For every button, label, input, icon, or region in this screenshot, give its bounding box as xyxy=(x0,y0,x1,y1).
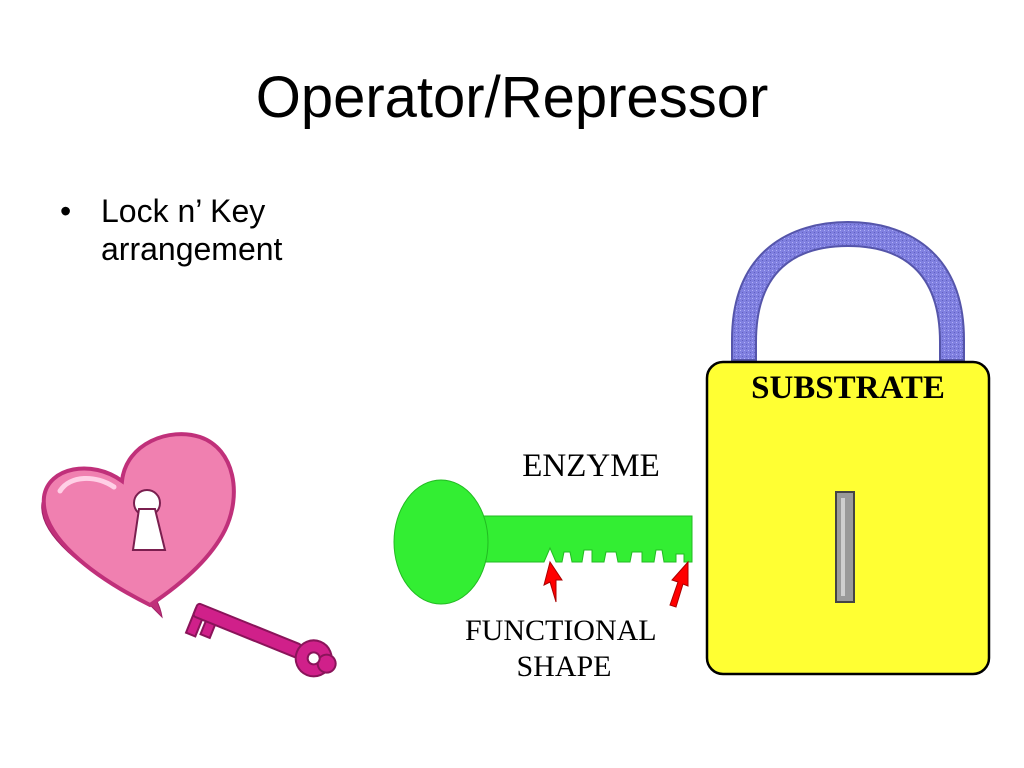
functional-label-line: FUNCTIONAL xyxy=(465,614,656,647)
functional-shape-label: FUNCTIONAL SHAPE xyxy=(465,614,663,683)
heart-key-clipart xyxy=(41,432,337,678)
lock-and-key-diagram: SUBSTRATE ENZYME FUNCTIONAL SHAPE xyxy=(393,220,991,683)
substrate-label: SUBSTRATE xyxy=(751,370,945,406)
enzyme-label: ENZYME xyxy=(522,448,659,484)
key-icon xyxy=(393,479,693,605)
shape-label-line: SHAPE xyxy=(516,650,611,683)
bullet-item: • Lock n’ Key arrangement xyxy=(60,192,380,268)
bullet-list: • Lock n’ Key arrangement xyxy=(60,192,380,268)
arrow-up-icon xyxy=(669,560,689,608)
padlock-icon xyxy=(705,220,991,676)
arrow-up-icon xyxy=(543,560,563,603)
page-title: Operator/Repressor xyxy=(255,65,769,130)
bullet-text: Lock n’ Key arrangement xyxy=(101,193,283,267)
keyhole-icon xyxy=(131,489,167,551)
small-key-icon xyxy=(184,602,337,678)
heart-lock-icon xyxy=(41,432,236,619)
bullet-marker: • xyxy=(60,193,72,229)
